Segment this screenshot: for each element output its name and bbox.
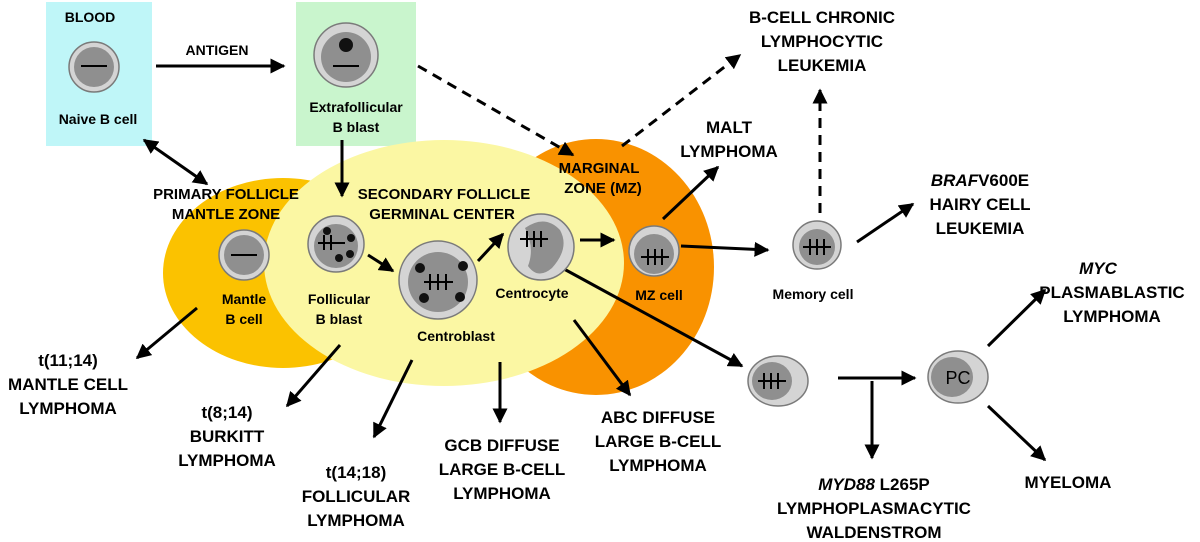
cll-line-3: LEUKEMIA [778, 56, 867, 75]
arrow-to-cll [621, 53, 742, 148]
abc-dlbcl-outcome: ABC DIFFUSE LARGE B-CELL LYMPHOMA [595, 408, 722, 475]
mcl-line-1: t(11;14) [38, 351, 98, 370]
hairy-line-2: LEUKEMIA [936, 219, 1025, 238]
centroblast-label: Centroblast [417, 328, 495, 344]
mantle-zone-label: MANTLE ZONE [172, 206, 280, 223]
mcl-line-3: LYMPHOMA [19, 399, 117, 418]
myc-gene: MYC [1079, 259, 1118, 278]
mantle-b-cell-label: Mantle [222, 291, 267, 307]
memory-cell [792, 220, 842, 270]
arrow-mz-to-memory [680, 241, 770, 257]
abc-line-3: LYMPHOMA [609, 456, 707, 475]
germinal-center-label: GERMINAL CENTER [369, 206, 515, 223]
cll-line-1: B-CELL CHRONIC [749, 8, 895, 27]
follicular-b-blast-label-2: B blast [316, 311, 363, 327]
arrow-mz-to-malt [661, 165, 720, 221]
gcb-line-3: LYMPHOMA [453, 484, 551, 503]
arrow-pc-to-plasmablastic [986, 288, 1047, 348]
arrow-follicular-to-centroblast [367, 253, 395, 273]
plasma-cell: PC [927, 350, 989, 404]
plasma-cell-label: PC [945, 368, 970, 388]
mz-cell-label: MZ cell [635, 287, 682, 303]
extrafollicular-label-2: B blast [333, 119, 380, 135]
gcb-line-2: LARGE B-CELL [439, 460, 566, 479]
myd88-mutation: L265P [875, 475, 930, 494]
waldenstrom-line-2: WALDENSTROM [806, 523, 941, 542]
follicular-b-blast [307, 215, 365, 273]
mantle-cell-outcome: t(11;14) MANTLE CELL LYMPHOMA [8, 351, 128, 418]
marginal-label: MARGINAL [559, 160, 640, 177]
secondary-follicle-label: SECONDARY FOLLICLE [358, 186, 531, 203]
centroblast [398, 240, 478, 320]
mz-cell [628, 225, 680, 277]
naive-b-cell-label: Naive B cell [59, 111, 138, 127]
arrow-centrocyte-to-lymphoplasmacytoid [563, 267, 744, 368]
cll-outcome: B-CELL CHRONIC LYMPHOCYTIC LEUKEMIA [749, 8, 895, 75]
fl-line-3: LYMPHOMA [307, 511, 405, 530]
burkitt-line-1: t(8;14) [201, 403, 252, 422]
cll-line-2: LYMPHOCYTIC [761, 32, 883, 51]
centrocyte-label: Centrocyte [495, 285, 568, 301]
fl-line-1: t(14;18) [326, 463, 386, 482]
fl-line-2: FOLLICULAR [302, 487, 411, 506]
abc-line-1: ABC DIFFUSE [601, 408, 715, 427]
braf-gene: BRAF [931, 171, 979, 190]
centrocyte [507, 213, 575, 281]
waldenstrom-line-1: LYMPHOPLASMACYTIC [777, 499, 971, 518]
arrow-extrafollicular-to-mz [417, 64, 575, 157]
burkitt-line-2: BURKITT [190, 427, 265, 446]
memory-cell-label: Memory cell [773, 286, 854, 302]
hairy-cell-outcome: BRAFV600E HAIRY CELL LEUKEMIA [929, 171, 1030, 238]
mantle-b-cell-label-2: B cell [225, 311, 262, 327]
marginal-zone-label: ZONE (MZ) [564, 180, 641, 197]
gcb-line-1: GCB DIFFUSE [444, 436, 559, 455]
lymphoplasmacytoid-cell [747, 355, 809, 407]
antigen-label: ANTIGEN [186, 42, 249, 58]
myeloma-outcome: MYELOMA [1025, 473, 1112, 492]
arrow-pc-to-myeloma [986, 404, 1047, 462]
arrow-centroblast-to-fl [372, 359, 414, 439]
svg-text:BRAFV600E: BRAFV600E [931, 171, 1029, 190]
myeloma-line-1: MYELOMA [1025, 473, 1112, 492]
burkitt-line-3: LYMPHOMA [178, 451, 276, 470]
abc-line-2: LARGE B-CELL [595, 432, 722, 451]
extrafollicular-b-blast [313, 22, 379, 88]
svg-text:MYD88 L265P: MYD88 L265P [818, 475, 930, 494]
arrow-memory-to-hairy [856, 202, 915, 244]
plasmablastic-outcome: MYC PLASMABLASTIC LYMPHOMA [1039, 259, 1184, 326]
myd88-gene: MYD88 [818, 475, 875, 494]
arrow-naive-mantle [142, 138, 209, 186]
arrow-centroblast-to-centrocyte [476, 232, 505, 263]
primary-follicle-label: PRIMARY FOLLICLE [153, 186, 299, 203]
blood-label: BLOOD [65, 9, 116, 25]
extrafollicular-label: Extrafollicular [309, 99, 403, 115]
mcl-line-2: MANTLE CELL [8, 375, 128, 394]
arrow-follicular-to-burkitt [285, 344, 342, 408]
gcb-dlbcl-outcome: GCB DIFFUSE LARGE B-CELL LYMPHOMA [439, 436, 566, 503]
malt-line-2: LYMPHOMA [680, 142, 778, 161]
hairy-line-1: HAIRY CELL [929, 195, 1030, 214]
malt-line-1: MALT [706, 118, 753, 137]
mantle-b-cell [218, 229, 270, 281]
plasmablastic-line-1: PLASMABLASTIC [1039, 283, 1184, 302]
follicular-lymphoma-outcome: t(14;18) FOLLICULAR LYMPHOMA [302, 463, 411, 530]
burkitt-outcome: t(8;14) BURKITT LYMPHOMA [178, 403, 276, 470]
waldenstrom-outcome: MYD88 L265P LYMPHOPLASMACYTIC WALDENSTRO… [777, 475, 971, 542]
malt-outcome: MALT LYMPHOMA [680, 118, 778, 161]
braf-mutation: V600E [978, 171, 1029, 190]
plasmablastic-line-2: LYMPHOMA [1063, 307, 1161, 326]
arrow-centrocyte-to-abc [572, 319, 632, 397]
follicular-b-blast-label: Follicular [308, 291, 371, 307]
arrow-mantle-to-mcl [135, 306, 198, 360]
naive-b-cell [68, 41, 120, 93]
arrows [135, 53, 1047, 462]
